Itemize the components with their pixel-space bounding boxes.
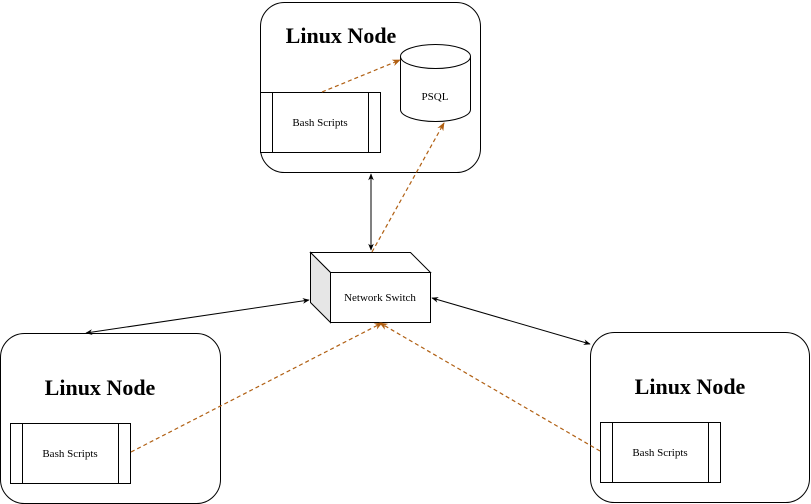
link-left-node-to-switch[interactable] [85, 298, 310, 335]
right-bash-scripts-label: Bash Scripts [632, 447, 687, 459]
link-switch-to-right-node[interactable] [431, 297, 591, 345]
left-linux-node[interactable]: Linux Node Bash Scripts [0, 333, 221, 504]
switch-label: Network Switch [344, 292, 416, 304]
left-bash-scripts-label: Bash Scripts [42, 448, 97, 460]
right-bash-scripts-rect [600, 422, 721, 483]
psql-cylinder-body [400, 56, 471, 122]
left-bash-scripts-rect [10, 423, 131, 484]
dashed-switch-to-psql[interactable] [371, 122, 445, 253]
left-bash-scripts-box[interactable]: Bash Scripts [10, 423, 131, 484]
psql-cylinder-top [400, 44, 471, 69]
top-node-title: Linux Node [286, 23, 397, 48]
left-node-title: Linux Node [45, 375, 156, 400]
psql-label: PSQL [422, 91, 449, 103]
network-switch[interactable]: Network Switch [309, 251, 432, 324]
dashed-right-scripts-to-switch[interactable] [379, 322, 601, 452]
switch-front-face [330, 272, 431, 323]
dashed-top-scripts-to-psql[interactable] [321, 59, 401, 93]
top-bash-scripts-label: Bash Scripts [292, 117, 347, 129]
top-linux-node[interactable]: Linux Node Bash Scripts PSQL [260, 2, 481, 173]
switch-top-face [309, 252, 432, 273]
dashed-left-scripts-to-switch[interactable] [130, 322, 383, 453]
top-bash-scripts-box[interactable]: Bash Scripts [260, 92, 381, 153]
right-node-title: Linux Node [635, 374, 746, 399]
right-linux-node[interactable]: Linux Node Bash Scripts [590, 332, 810, 503]
top-bash-scripts-rect [260, 92, 381, 153]
right-bash-scripts-box[interactable]: Bash Scripts [600, 422, 721, 483]
psql-database-cylinder[interactable]: PSQL [400, 44, 471, 122]
